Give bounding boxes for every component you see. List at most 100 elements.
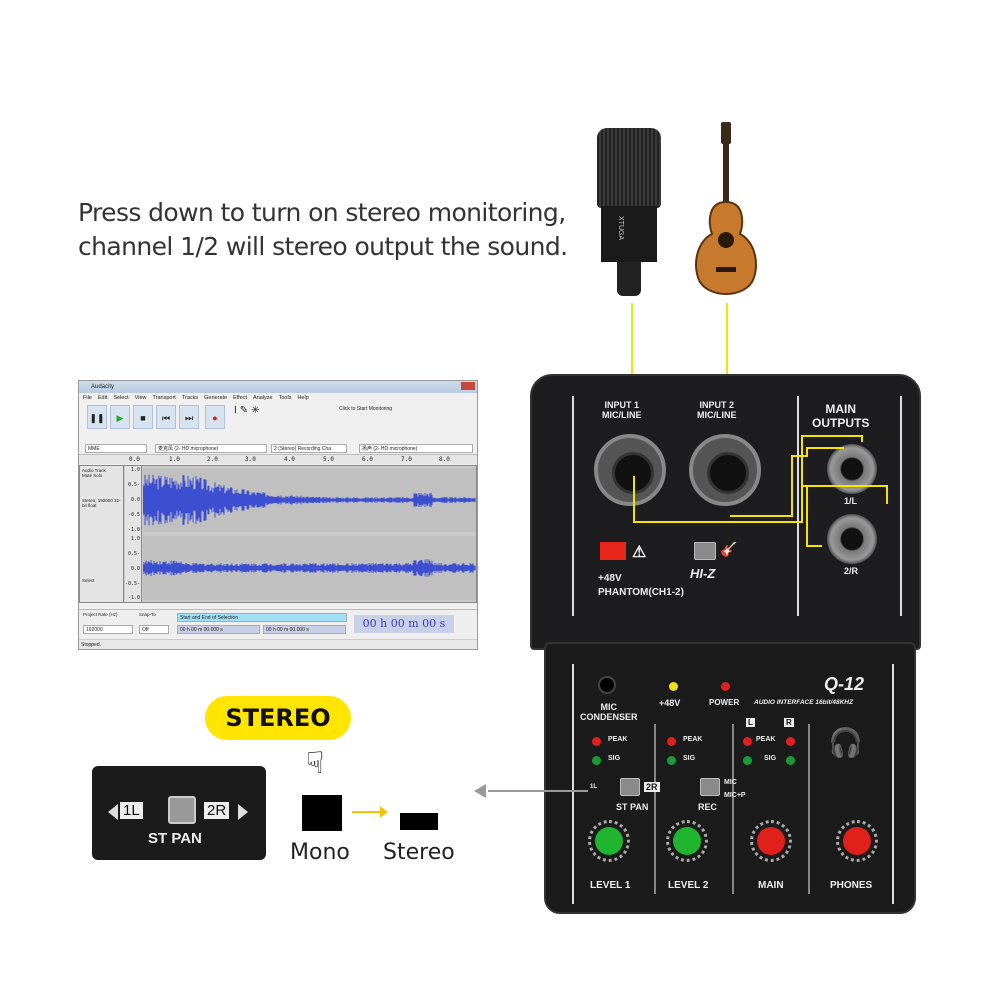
y-tick: 1.0 (130, 536, 140, 542)
stpan-1l-label: 1L (590, 784, 598, 790)
level2-label: LEVEL 2 (668, 880, 709, 891)
microphone-brand: XTUGA (617, 216, 624, 241)
snap-select[interactable]: Off (139, 625, 169, 634)
menu-help[interactable]: Help (297, 395, 309, 401)
channels-select[interactable]: 2 (Stereo) Recording Cha (271, 444, 347, 453)
closeup-st-pan-button (168, 796, 196, 824)
level1-knob[interactable] (588, 820, 630, 862)
stop-button[interactable]: ■ (133, 405, 153, 429)
mono-label: Mono (290, 840, 350, 865)
y-tick: 0.0 (130, 497, 140, 503)
peak-label-main: PEAK (756, 736, 776, 743)
y-tick: -1.0 (127, 527, 140, 533)
model-subtitle: AUDIO INTERFACE 16bit/48KHZ (754, 699, 853, 706)
interface-top-panel: INPUT 1 MIC/LINE INPUT 2 MIC/LINE MAIN O… (530, 374, 921, 650)
project-rate-select[interactable]: 192000 (83, 625, 133, 634)
sig-label-2: SIG (683, 755, 696, 762)
select-button[interactable]: Select (82, 578, 95, 583)
mic-condenser-jack[interactable] (598, 676, 616, 694)
interface-bottom-panel: MIC CONDENSER +48V POWER Q-12 AUDIO INTE… (544, 642, 916, 914)
track-info: Stereo, 192000 32-bit float (82, 498, 121, 508)
record-button[interactable]: ● (205, 405, 225, 429)
main-knob[interactable] (750, 820, 792, 862)
menu-tools[interactable]: Tools (278, 395, 292, 401)
menu-select[interactable]: Select (113, 395, 129, 401)
pause-button[interactable]: ❚❚ (87, 405, 107, 429)
led-48v-label: +48V (659, 698, 681, 708)
close-button[interactable] (461, 382, 475, 390)
y-tick: -0.5- (124, 581, 140, 587)
stpan-2r-label: 2R (644, 782, 660, 792)
track-name[interactable]: Audio Track (82, 468, 106, 473)
playback-device-select[interactable]: 扬声 (2- HD microphone) (359, 444, 473, 453)
menu-tracks[interactable]: Tracks (181, 395, 199, 401)
menu-file[interactable]: File (83, 395, 92, 401)
warning-icon: ⚠ (632, 544, 647, 561)
host-select[interactable]: MME (85, 444, 147, 453)
selection-start[interactable]: 00 h 00 m 00.000 s (177, 625, 260, 634)
waveform-channel (143, 559, 476, 577)
tools-icons[interactable]: I✎✳ (234, 405, 263, 416)
y-tick: 1.0 (130, 467, 140, 473)
right-label: R (784, 718, 794, 727)
headphones-icon: 🎧 (828, 727, 863, 758)
skip-start-button[interactable]: ⏮ (156, 405, 176, 429)
input2-combo-jack[interactable] (689, 434, 761, 506)
phones-knob[interactable] (836, 820, 878, 862)
menu-effect[interactable]: Effect (233, 395, 248, 401)
led-48v (669, 682, 678, 691)
y-tick: 0.0 (130, 566, 140, 572)
selection-mode-select[interactable]: Start and End of Selection (177, 613, 347, 622)
hiz-button[interactable] (694, 542, 716, 560)
menu-view[interactable]: View (134, 395, 147, 401)
menu-edit[interactable]: Edit (97, 395, 108, 401)
st-pan-closeup: 1L 2R ST PAN (92, 766, 266, 860)
title-bar: Audacity (79, 381, 477, 393)
main-outputs-label: MAIN OUTPUTS (812, 402, 870, 430)
mic-condenser-label: MIC CONDENSER (580, 702, 638, 722)
yellow-arrow-icon (352, 811, 382, 813)
skip-end-button[interactable]: ⏭ (179, 405, 199, 429)
play-button[interactable]: ▶ (110, 405, 130, 429)
st-pan-label: ST PAN (616, 802, 649, 812)
waveform-channel (143, 474, 476, 526)
closeup-2r-label: 2R (204, 802, 230, 819)
closeup-st-pan-label: ST PAN (148, 830, 202, 847)
menu-generate[interactable]: Generate (204, 395, 228, 401)
main-label: MAIN (758, 880, 784, 891)
window-title: Audacity (91, 384, 115, 390)
mute-button[interactable]: Mute (82, 473, 93, 478)
selection-end[interactable]: 00 h 00 m 00.000 s (263, 625, 346, 634)
menu-transport[interactable]: Transport (152, 395, 176, 401)
signal-routing-arrows (633, 435, 888, 547)
menu-analyze[interactable]: Analyze (253, 395, 273, 401)
guitar-icon: 🎸 (720, 541, 738, 557)
st-pan-button[interactable] (620, 778, 640, 796)
rec-button[interactable] (700, 778, 720, 796)
model-name: Q-12 (824, 674, 865, 694)
solo-button[interactable]: Solo (93, 473, 103, 478)
microphone-image: XTUGA (597, 128, 661, 296)
caption-line-1: Press down to turn on stereo monitoring, (78, 198, 566, 227)
selection-toolbar: Project Rate (Hz) Snap-To 192000 Off Sta… (79, 609, 477, 639)
y-tick: -0.5 (127, 512, 140, 518)
recording-device-select[interactable]: 麦克风 (2- HD microphone) (155, 444, 267, 453)
status-bar: Stopped. (79, 639, 477, 649)
button-down-icon (400, 813, 438, 830)
monitor-meter[interactable]: Click to Start Monitoring (339, 406, 393, 412)
rec-label: REC (698, 802, 718, 812)
hiz-label: HI-Z (690, 566, 716, 581)
rec-micp-label: MIC+P (724, 792, 746, 799)
y-tick: -1.0 (127, 595, 140, 601)
right-arrow-icon (238, 804, 256, 820)
level2-knob[interactable] (666, 820, 708, 862)
hand-press-icon: ☟ (306, 747, 325, 780)
audio-track[interactable]: Audio Track Mute Solo Stereo, 192000 32-… (79, 465, 477, 603)
phantom-power-button[interactable] (600, 542, 626, 560)
snap-label: Snap-To (139, 612, 156, 617)
caption-line-2: channel 1/2 will stereo output the sound… (78, 232, 568, 261)
output-2r-jack[interactable] (827, 514, 877, 564)
sig-label-1: SIG (608, 755, 621, 762)
